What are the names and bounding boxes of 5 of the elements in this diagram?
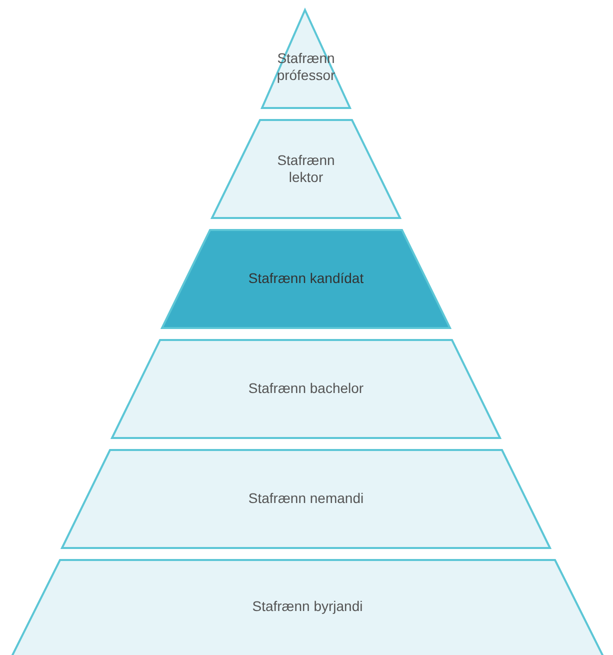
tier-label: Stafrænn lektor [276, 152, 336, 186]
tier-label: Stafrænn bachelor [247, 380, 365, 397]
tier-label: Stafrænn kandídat [247, 270, 365, 287]
tier-label: Stafrænn byrjandi [251, 598, 364, 615]
tier-label: Stafrænn nemandi [247, 490, 365, 507]
